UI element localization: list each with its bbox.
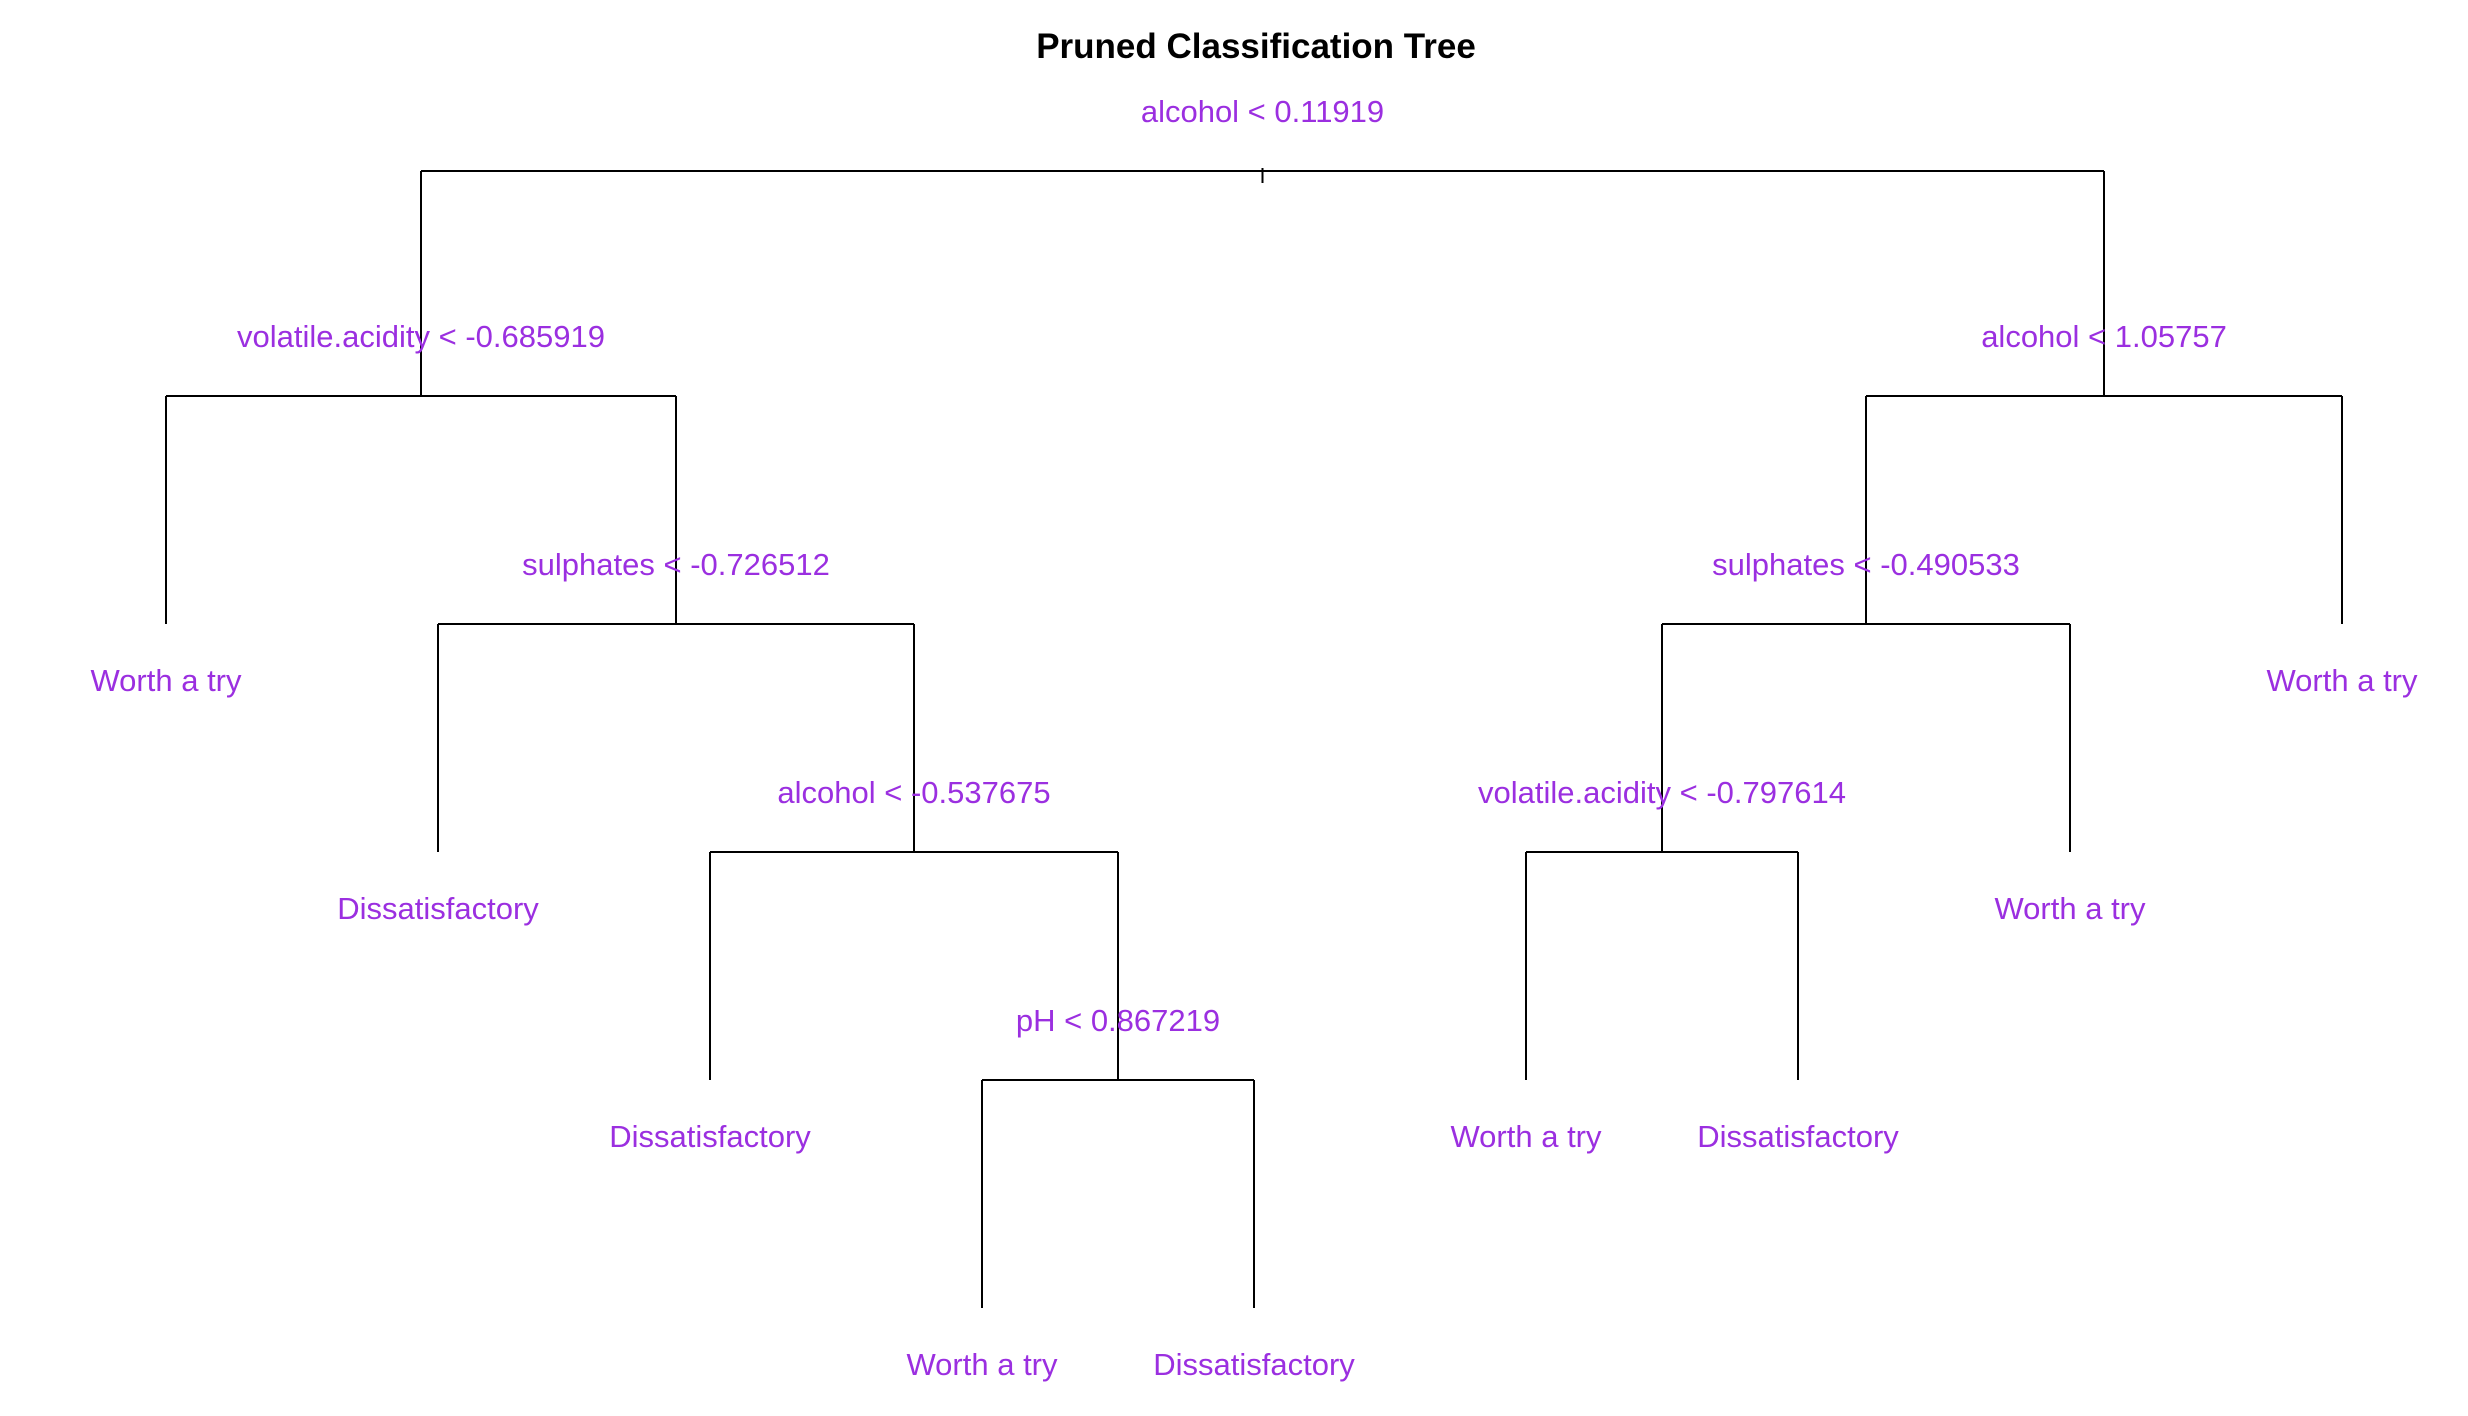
leaf-label: Dissatisfactory — [337, 891, 539, 926]
leaf-label: Dissatisfactory — [1697, 1119, 1899, 1154]
split-label: alcohol < -0.537675 — [777, 775, 1050, 810]
leaf-label: Dissatisfactory — [609, 1119, 811, 1154]
split-label: volatile.acidity < -0.685919 — [237, 319, 605, 354]
leaf-label: Dissatisfactory — [1153, 1347, 1355, 1382]
leaf-label: Worth a try — [906, 1347, 1058, 1382]
leaf-label: Worth a try — [90, 663, 242, 698]
split-label: sulphates < -0.726512 — [522, 547, 830, 582]
leaf-label: Worth a try — [2266, 663, 2418, 698]
split-label: alcohol < 0.11919 — [1141, 94, 1384, 129]
split-label: alcohol < 1.05757 — [1981, 319, 2227, 354]
tree-labels: alcohol < 0.11919 volatile.acidity < -0.6… — [90, 94, 2418, 1382]
split-label: pH < 0.867219 — [1016, 1003, 1220, 1038]
leaf-label: Worth a try — [1450, 1119, 1602, 1154]
tree-edges — [165, 168, 2343, 1308]
tree-title: Pruned Classification Tree — [1036, 27, 1476, 66]
split-label: sulphates < -0.490533 — [1712, 547, 2020, 582]
leaf-label: Worth a try — [1994, 891, 2146, 926]
split-label: volatile.acidity < -0.797614 — [1478, 775, 1846, 810]
